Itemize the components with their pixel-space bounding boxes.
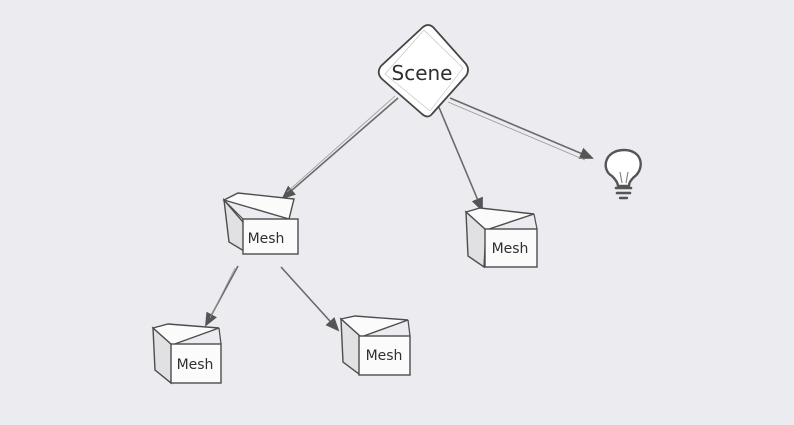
mesh-node-2: Mesh <box>464 207 538 269</box>
mesh-label: Mesh <box>248 231 285 247</box>
edge-mesh-to-mesh-bottom-left <box>205 265 239 327</box>
edge-mesh-to-mesh-bottom-middle <box>280 266 340 332</box>
mesh-label: Mesh <box>177 357 214 373</box>
edge-scene-to-mesh-right <box>437 104 483 212</box>
edges <box>205 95 594 332</box>
edge-scene-to-light <box>447 97 594 161</box>
mesh-node-3: Mesh <box>151 323 222 385</box>
mesh-node-1: Mesh <box>222 192 299 255</box>
mesh-label: Mesh <box>492 241 529 257</box>
scene-node: Scene <box>377 24 469 118</box>
mesh-label: Mesh <box>366 348 403 364</box>
edge-scene-to-mesh-left <box>281 95 399 200</box>
scene-label: Scene <box>392 61 453 85</box>
mesh-node-4: Mesh <box>339 315 411 376</box>
lightbulb-icon <box>604 148 642 200</box>
